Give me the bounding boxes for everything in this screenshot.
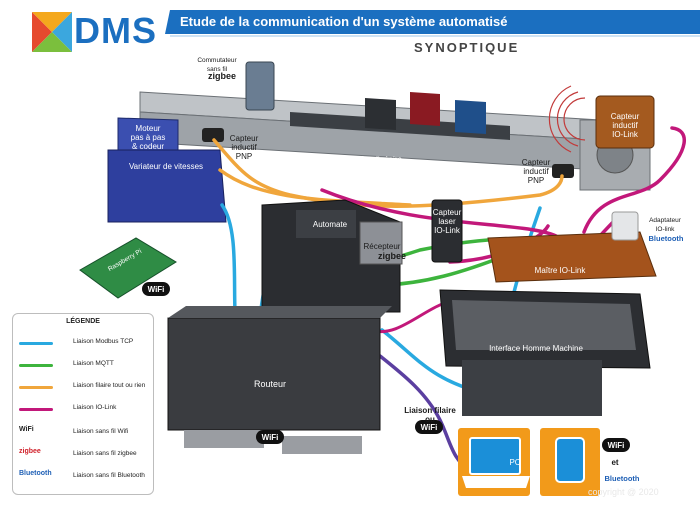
laptop-icon xyxy=(469,437,521,475)
wifi-icon: WiFi xyxy=(19,426,34,433)
legend-swatch xyxy=(19,342,53,345)
legend-item-label: Liaison IO-Link xyxy=(73,404,117,411)
wireless-switch-device xyxy=(245,61,275,111)
label-recepteur: Récepteur xyxy=(363,242,401,251)
legend-item-label: Liaison sans fil Wifi xyxy=(73,428,129,435)
wifi-label-phone: WiFi xyxy=(607,441,625,450)
label-iolink-sensor: Capteur inductif IO-Link xyxy=(610,112,640,139)
label-pnp-right: Capteur inductif PNP xyxy=(521,158,551,185)
title-bar xyxy=(165,10,700,34)
iolink-master-device xyxy=(487,231,657,283)
legend-item-label: Liaison MQTT xyxy=(73,360,114,367)
legend-item: zigbee Liaison sans fil zigbee xyxy=(19,448,151,462)
legend-swatch xyxy=(19,386,53,389)
wifi-badge-router xyxy=(256,430,284,444)
legend-item: WiFi Liaison sans fil Wifi xyxy=(19,426,151,440)
automate-device xyxy=(261,199,403,313)
label-et: et xyxy=(611,458,619,467)
bluetooth-icon: Bluetooth xyxy=(19,470,52,477)
label-wired-or: Liaison filaire ou xyxy=(404,406,456,424)
legend-item-label: Liaison Modbus TCP xyxy=(73,338,134,345)
copyright-text: copyright @ 2020 xyxy=(588,487,659,497)
carriage-black xyxy=(365,98,396,130)
label-motor: Moteur pas à pas & codeur xyxy=(130,124,166,151)
wifi-badge-filaire xyxy=(415,420,443,434)
label-axis: Axe linéaire xyxy=(360,155,402,164)
wifi-badge-raspberry xyxy=(142,282,170,296)
carriage-red xyxy=(410,92,440,126)
legend-panel: LÉGENDE Liaison Modbus TCP Liaison MQTT Li… xyxy=(12,313,154,495)
legend-item: Bluetooth Liaison sans fil Bluetooth xyxy=(19,470,151,484)
hmi-device xyxy=(439,289,651,416)
legend-item: Liaison Modbus TCP xyxy=(19,336,151,350)
label-variator: Variateur de vitesses xyxy=(128,162,204,171)
legend-item-label: Liaison filaire tout ou rien xyxy=(73,382,146,389)
laser-sensor-device xyxy=(431,199,463,263)
label-adapter: Adaptateur IO-link xyxy=(649,217,681,233)
pnp-sensor-left xyxy=(202,128,224,142)
legend-item-label: Liaison sans fil Bluetooth xyxy=(73,472,145,479)
wifi-label-filaire: WiFi xyxy=(420,423,438,432)
router-device xyxy=(167,306,392,454)
label-pnp-left: Capteur inductif PNP xyxy=(229,134,259,161)
zigbee-badge-receiver: zigbee xyxy=(377,251,406,261)
logo: DMS xyxy=(74,10,157,51)
bluetooth-badge-adapter: Bluetooth xyxy=(648,234,684,243)
iolink-sensor-device xyxy=(595,95,655,149)
legend-swatch xyxy=(19,364,53,367)
legend-item: Liaison IO-Link xyxy=(19,402,151,416)
label-wireless-switch: Commutateur sans fil xyxy=(197,57,237,73)
zigbee-badge-switch: zigbee xyxy=(207,71,236,81)
cable-tor-2 xyxy=(218,168,412,207)
cable-iolink-sensor xyxy=(582,126,687,234)
variator-device xyxy=(107,149,227,223)
laptop-base-icon xyxy=(462,476,530,488)
page-subtitle: SYNOPTIQUE xyxy=(414,40,520,55)
zigbee-icon: zigbee xyxy=(19,448,41,455)
wifi-label-raspberry: WiFi xyxy=(147,285,165,294)
wifi-badge-phone xyxy=(602,438,630,452)
pnp-sensor-right xyxy=(552,164,574,178)
legend-item: Liaison filaire tout ou rien xyxy=(19,380,151,394)
signal-waves-icon xyxy=(548,85,586,153)
label-iolink-master: Maître IO-Link xyxy=(534,266,586,275)
cable-tor-1 xyxy=(212,138,564,208)
legend-title: LÉGENDE xyxy=(66,318,100,325)
label-router: Routeur xyxy=(253,379,287,389)
smartphone-icon xyxy=(555,437,585,483)
wifi-label-router: WiFi xyxy=(261,433,279,442)
label-pc: PC xyxy=(509,458,521,467)
raspberry-pi-device xyxy=(79,237,177,299)
page-title: Etude de la communication d'un système a… xyxy=(180,14,508,29)
bluetooth-badge-phone: Bluetooth xyxy=(604,474,640,483)
label-laser-sensor: Capteur laser IO-Link xyxy=(432,208,462,235)
legend-item-label: Liaison sans fil zigbee xyxy=(73,450,137,457)
dms-logo-icon xyxy=(32,12,72,52)
label-hmi: Interface Homme Machine xyxy=(489,344,583,353)
carriage-blue xyxy=(455,100,486,134)
legend-item: Liaison MQTT xyxy=(19,358,151,372)
iolink-adapter-device xyxy=(611,211,639,241)
legend-swatch xyxy=(19,408,53,411)
label-automate: Automate xyxy=(312,220,348,229)
